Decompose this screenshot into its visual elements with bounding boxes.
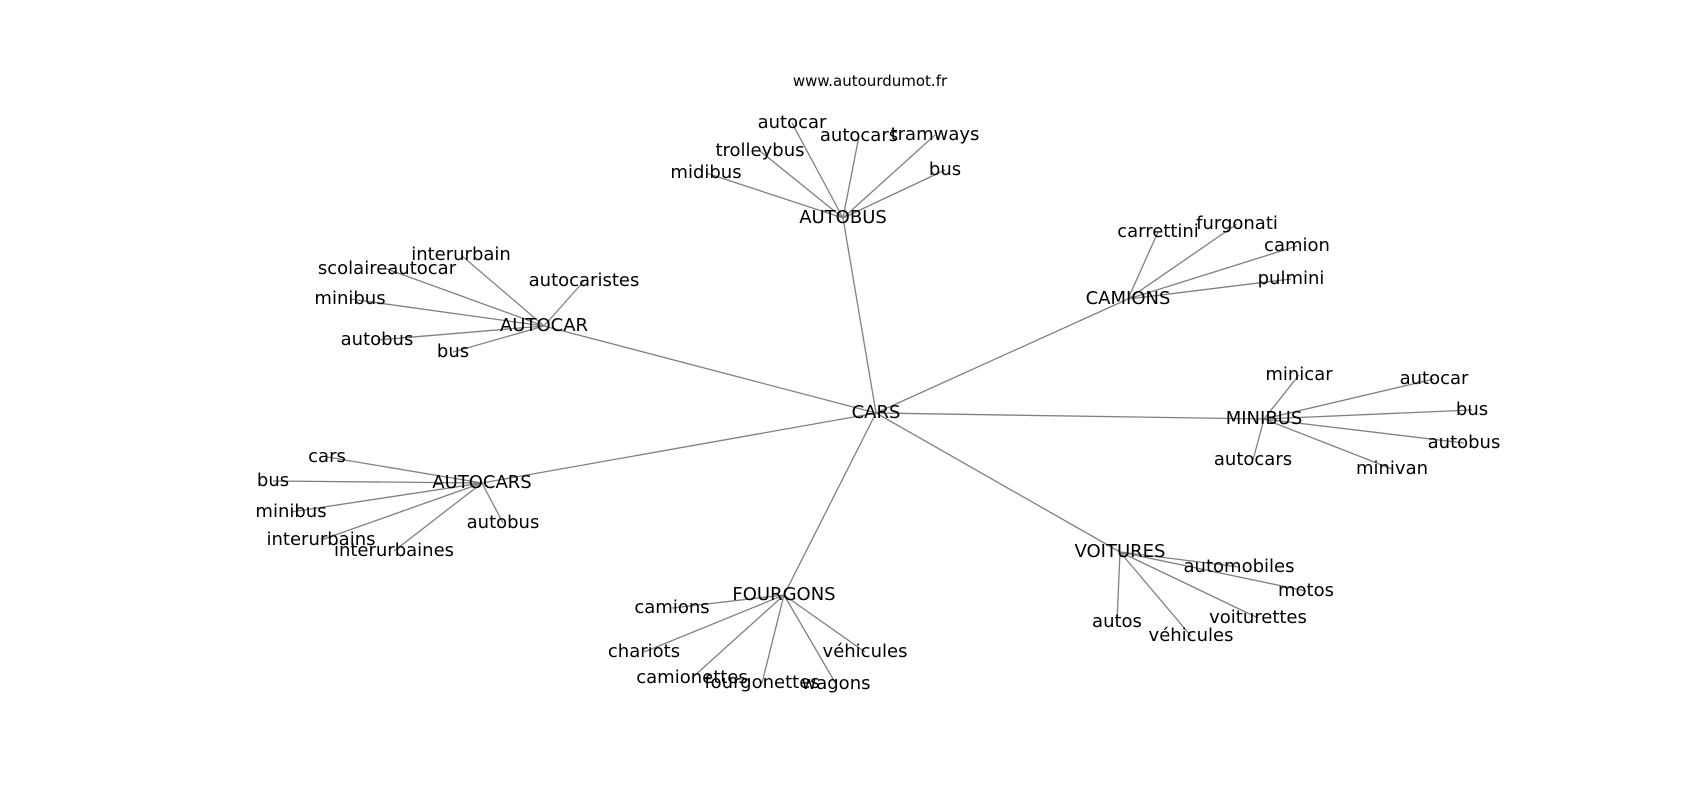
- edge-minibus-leaf: [1263, 374, 1300, 420]
- edge-voitures-leaf: [1116, 551, 1121, 623]
- edge-autocar-leaf: [460, 254, 545, 327]
- leaf-node-label: bus: [929, 159, 961, 180]
- edge-minibus-leaf: [1263, 418, 1465, 444]
- leaf-node-label: bus: [257, 470, 289, 491]
- edge-autocar-leaf: [543, 280, 585, 327]
- edge-center-autobus: [842, 217, 877, 414]
- leaf-node-label: autobus: [467, 512, 540, 533]
- edge-camions-leaf: [1127, 278, 1292, 300]
- edge-autocars-leaf: [290, 482, 483, 513]
- edge-center-voitures: [875, 412, 1121, 553]
- hub-node-autocar: AUTOCAR: [500, 315, 588, 336]
- center-node-label: CARS: [852, 402, 901, 423]
- edges: [272, 122, 1473, 685]
- edge-autobus-leaf: [842, 169, 946, 219]
- leaf-node-label: minibus: [314, 288, 385, 309]
- edge-autocars-leaf: [272, 480, 483, 484]
- edge-voitures-leaf: [1119, 551, 1240, 568]
- edge-autobus-leaf: [791, 122, 844, 219]
- edge-minibus-leaf: [1263, 409, 1473, 420]
- edge-camions-leaf: [1127, 245, 1298, 300]
- leaf-node-label: autocars: [820, 125, 898, 146]
- leaf-node-label: autos: [1092, 611, 1142, 632]
- leaf-node-label: tramways: [891, 124, 980, 145]
- leaf-node-label: minibus: [255, 501, 326, 522]
- leaf-node-label: bus: [1456, 399, 1488, 420]
- edge-autocars-leaf: [326, 456, 483, 484]
- edge-voitures-leaf: [1119, 551, 1259, 619]
- edge-center-autocars: [481, 412, 877, 484]
- leaf-node-label: furgonati: [1196, 213, 1278, 234]
- leaf-node-label: autocar: [1400, 368, 1469, 389]
- leaf-node-label: chariots: [608, 641, 680, 662]
- edge-camions-leaf: [1127, 223, 1238, 300]
- edge-fourgons-leaf: [643, 594, 785, 653]
- edge-camions-leaf: [1127, 231, 1159, 300]
- hub-node-fourgons: FOURGONS: [732, 584, 835, 605]
- leaf-node-label: camions: [634, 597, 709, 618]
- hub-node-minibus: MINIBUS: [1226, 408, 1303, 429]
- edge-autocar-leaf: [349, 298, 545, 327]
- edge-fourgons-leaf: [761, 594, 785, 684]
- hub-node-autobus: AUTOBUS: [799, 207, 887, 228]
- edge-autocar-leaf: [376, 325, 545, 341]
- edge-autobus-leaf: [759, 150, 844, 219]
- leaf-node-label: motos: [1278, 580, 1334, 601]
- leaf-node-label: camionettes: [636, 667, 748, 688]
- leaf-node-label: pulmini: [1258, 268, 1325, 289]
- leaf-node-label: automobiles: [1184, 556, 1295, 577]
- leaf-node-label: fourgonettes: [704, 672, 819, 693]
- leaf-node-label: autobus: [1428, 432, 1501, 453]
- hub-node-voitures: VOITURES: [1075, 541, 1166, 562]
- leaf-node-label: voiturettes: [1209, 607, 1307, 628]
- leaf-node-label: midibus: [670, 162, 741, 183]
- edge-center-camions: [875, 298, 1129, 414]
- edge-voitures-leaf: [1119, 551, 1192, 637]
- leaf-node-label: autocaristes: [529, 270, 640, 291]
- edge-minibus-leaf: [1263, 418, 1393, 470]
- edge-fourgons-leaf: [691, 594, 785, 679]
- leaf-node-label: interurbain: [411, 244, 511, 265]
- leaf-node-label: scolaireautocar: [318, 258, 457, 279]
- leaf-node-label: trolleybus: [715, 140, 804, 161]
- leaf-node-label: wagons: [802, 673, 871, 694]
- leaf-node-label: bus: [437, 341, 469, 362]
- edge-autocar-leaf: [452, 325, 545, 353]
- leaf-node-label: interurbaines: [334, 540, 454, 561]
- hub-node-camions: CAMIONS: [1086, 288, 1171, 309]
- edge-minibus-leaf: [1252, 418, 1265, 461]
- edge-autocar-leaf: [386, 268, 545, 327]
- edge-autocars-leaf: [481, 482, 504, 524]
- leaf-node-label: minicar: [1265, 364, 1333, 385]
- leaf-node-label: camion: [1264, 235, 1330, 256]
- edge-autocars-leaf: [393, 482, 483, 552]
- edge-autobus-leaf: [842, 135, 860, 219]
- node-labels: autocarautocarstramwaystrolleybusmidibus…: [255, 112, 1500, 694]
- edge-autobus-leaf: [705, 172, 844, 219]
- watermark-text: www.autourdumot.fr: [792, 72, 948, 90]
- edge-voitures-leaf: [1119, 551, 1307, 592]
- hub-node-autocars: AUTOCARS: [432, 472, 531, 493]
- leaf-node-label: interurbains: [267, 529, 376, 550]
- edge-fourgons-leaf: [783, 594, 837, 685]
- edge-center-minibus: [875, 412, 1265, 420]
- edge-minibus-leaf: [1263, 378, 1435, 420]
- leaf-node-label: cars: [308, 446, 346, 467]
- edge-fourgons-leaf: [671, 594, 785, 609]
- edge-autocars-leaf: [320, 482, 483, 541]
- edge-autobus-leaf: [842, 134, 936, 219]
- edge-center-autocar: [543, 325, 877, 414]
- leaf-node-label: autocars: [1214, 449, 1292, 470]
- leaf-node-label: véhicules: [1149, 625, 1234, 646]
- leaf-node-label: minivan: [1356, 458, 1428, 479]
- edge-center-fourgons: [783, 412, 877, 596]
- leaf-node-label: véhicules: [823, 641, 908, 662]
- leaf-node-label: autocar: [758, 112, 827, 133]
- leaf-node-label: autobus: [341, 329, 414, 350]
- leaf-node-label: carrettini: [1117, 221, 1199, 242]
- edge-fourgons-leaf: [783, 594, 866, 653]
